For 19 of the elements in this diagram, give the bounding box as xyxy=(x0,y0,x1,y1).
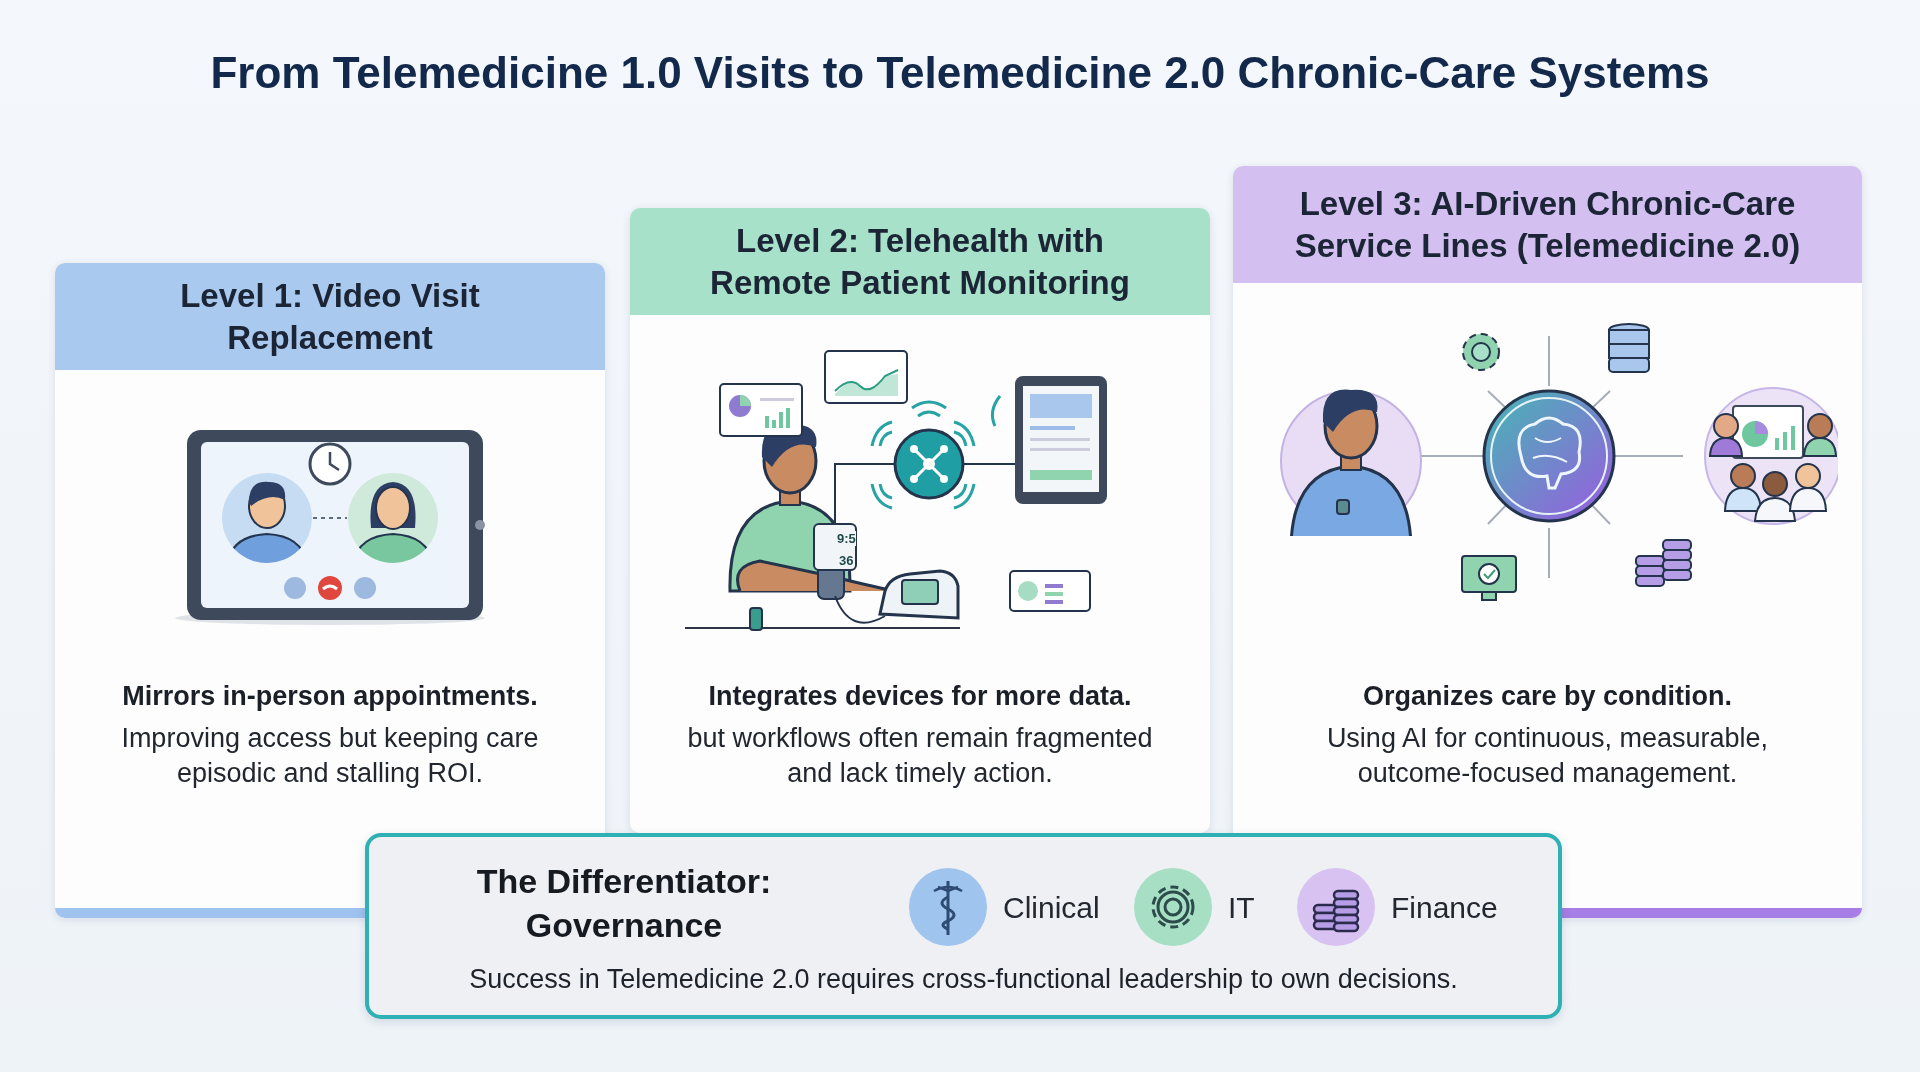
panel-text: Success in Telemedicine 2.0 requires cross-functional leadership to own decisions. xyxy=(468,964,1459,995)
card-lead-text: Mirrors in-person appointments. xyxy=(121,681,539,712)
display-reading: 9:5 xyxy=(837,531,856,546)
card-header: Level 3: AI-Driven Chronic-Care Service Lines (Telemedicine 2.0) xyxy=(1233,166,1862,283)
function-label: Clinical xyxy=(1003,891,1100,925)
card-body-text: but workflows often remain fragmented and lack timely action. xyxy=(686,722,1154,791)
card-lead-text: Integrates devices for more data. xyxy=(707,681,1133,712)
function-label: IT xyxy=(1228,891,1255,925)
card-body-text: Improving access but keeping care episodic and stalling ROI. xyxy=(120,722,540,791)
governance-panel xyxy=(365,833,1562,1019)
title-heading: From Telemedicine 1.0 Visits to Telemedicine 2.0 Chronic-Care Systems xyxy=(209,48,1711,98)
card-lead-text: Organizes care by condition. xyxy=(1361,681,1734,712)
card-body-text: Using AI for continuous, measurable, outcome-focused management. xyxy=(1325,722,1770,791)
function-label: Finance xyxy=(1391,891,1498,925)
level-card xyxy=(630,208,1210,833)
panel-heading: The Differentiator: Governance xyxy=(475,861,773,947)
display-reading: 36 xyxy=(839,553,854,568)
card-header: Level 2: Telehealth with Remote Patient Monitoring xyxy=(630,208,1210,315)
card-header: Level 1: Video Visit Replacement xyxy=(55,263,605,370)
